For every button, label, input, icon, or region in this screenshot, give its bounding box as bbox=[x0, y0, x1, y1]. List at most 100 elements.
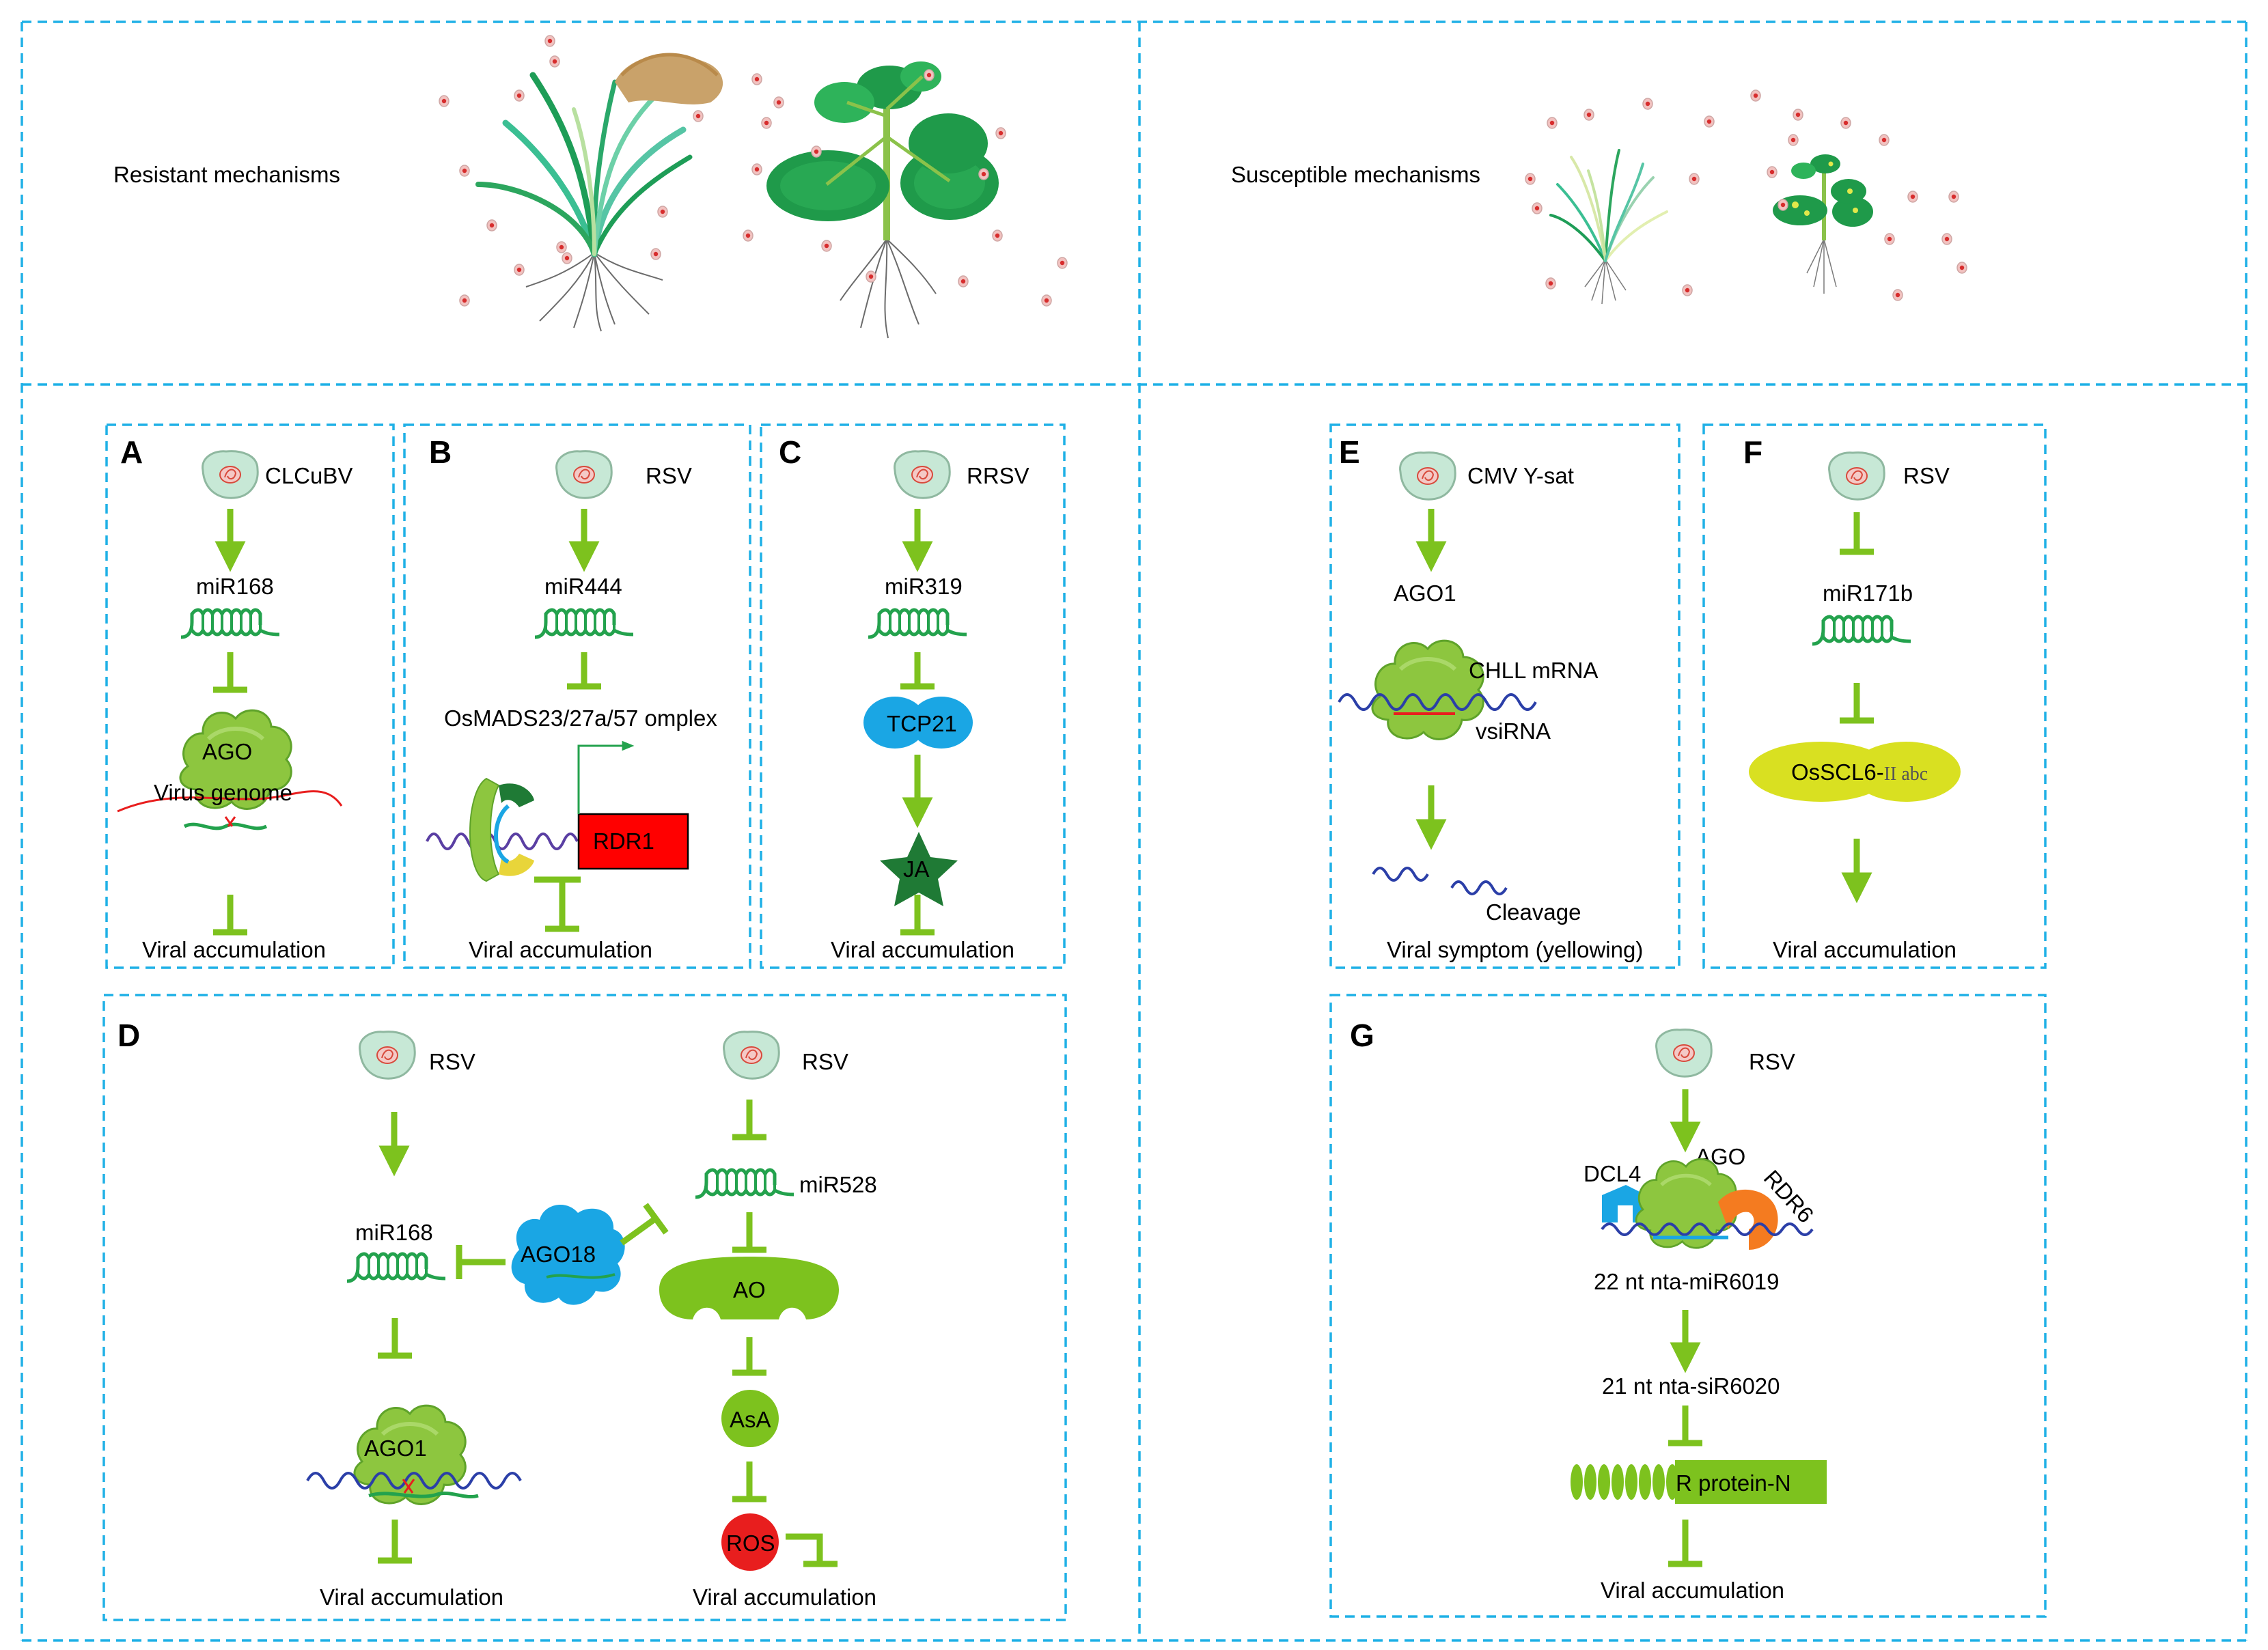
virus-icon bbox=[555, 450, 613, 499]
virus-icon bbox=[894, 450, 951, 499]
panel-e-vsirna: vsiRNA bbox=[1476, 718, 1551, 744]
panel-g: G RSV DCL4 AGO RDR6 22 nt nta-miR6019 21… bbox=[1350, 1018, 1827, 1603]
panel-a-mirna: miR168 bbox=[196, 574, 274, 599]
panel-e-letter: E bbox=[1339, 434, 1360, 470]
panel-d: D RSV miR168 AGO18 AGO1 Viral accumulati… bbox=[117, 1018, 877, 1610]
panel-a-target: Virus genome bbox=[154, 780, 292, 805]
panel-c-frame bbox=[760, 423, 1066, 969]
panel-d-asa: AsA bbox=[730, 1407, 771, 1432]
panel-a-letter: A bbox=[120, 434, 143, 470]
mirna-hairpin-icon bbox=[1812, 617, 1911, 644]
panel-d-ao: AO bbox=[733, 1277, 766, 1302]
ros-circle-icon bbox=[721, 1513, 779, 1571]
outer-frames bbox=[20, 20, 2248, 1642]
panel-g-mirna: 22 nt nta-miR6019 bbox=[1594, 1269, 1780, 1294]
panel-e-outcome: Viral symptom (yellowing) bbox=[1387, 937, 1643, 962]
ao-enzyme-icon bbox=[659, 1257, 839, 1319]
panel-g-dcl4: DCL4 bbox=[1584, 1161, 1641, 1186]
rice-plant-infected-image bbox=[1549, 149, 1668, 305]
panel-d-frame bbox=[102, 994, 1067, 1621]
virus-icon bbox=[1828, 451, 1885, 501]
panel-d-mirna-right: miR528 bbox=[799, 1172, 877, 1197]
panel-a-frame bbox=[105, 423, 395, 969]
virus-icon bbox=[1655, 1029, 1713, 1078]
panel-b-mirna: miR444 bbox=[544, 574, 622, 599]
panel-b-complex: OsMADS23/27a/57 omplex bbox=[444, 705, 717, 731]
panel-c-hormone: JA bbox=[903, 856, 930, 882]
panel-e-mrna: CHLL mRNA bbox=[1469, 658, 1598, 683]
virus-icon bbox=[202, 450, 259, 499]
panel-f-target-main: OsSCL6- bbox=[1791, 759, 1884, 785]
tobacco-plant-healthy-image bbox=[766, 61, 999, 339]
panel-d-ago1: AGO1 bbox=[364, 1436, 427, 1461]
panel-e-frame bbox=[1329, 423, 1681, 969]
panel-c-letter: C bbox=[779, 434, 801, 470]
panel-f-letter: F bbox=[1743, 434, 1762, 470]
panel-g-frame bbox=[1329, 994, 2047, 1618]
panel-b-outcome: Viral accumulation bbox=[469, 937, 652, 962]
mirna-hairpin-icon bbox=[868, 610, 967, 637]
susceptible-mechanisms-label: Susceptible mechanisms bbox=[1231, 162, 1480, 187]
panel-b-frame bbox=[403, 423, 751, 969]
mirna-hairpin-icon bbox=[535, 610, 633, 637]
ago1-protein-icon bbox=[1372, 641, 1483, 739]
panel-d-ros: ROS bbox=[726, 1530, 775, 1556]
panel-a-ago: AGO bbox=[202, 739, 252, 764]
panel-b-virus: RSV bbox=[646, 463, 692, 488]
panel-d-ago18: AGO18 bbox=[521, 1242, 596, 1267]
virus-icon bbox=[723, 1031, 780, 1080]
panel-d-letter: D bbox=[117, 1018, 140, 1053]
panel-c-mirna: miR319 bbox=[885, 574, 963, 599]
ago18-protein-icon bbox=[511, 1204, 625, 1305]
panel-e-cleavage: Cleavage bbox=[1486, 899, 1581, 925]
panel-b-gene: RDR1 bbox=[593, 828, 654, 854]
mirna-hairpin-icon bbox=[347, 1254, 445, 1281]
virus-icon bbox=[1399, 451, 1456, 501]
panel-f-frame bbox=[1702, 423, 2047, 969]
panel-f-virus: RSV bbox=[1903, 463, 1950, 488]
mirna-hairpin-icon bbox=[181, 610, 279, 637]
rdr1-gene-box bbox=[577, 813, 689, 870]
panel-b-letter: B bbox=[429, 434, 452, 470]
panel-g-virus: RSV bbox=[1749, 1049, 1795, 1074]
panel-a-virus: CLCuBV bbox=[265, 463, 352, 488]
panel-f-target: OsSCL6-II abc bbox=[1791, 759, 1928, 785]
panel-f: F RSV miR171b OsSCL6-II abc Viral accumu… bbox=[1743, 434, 1961, 962]
panel-e: E CMV Y-sat AGO1 CHLL mRNA vsiRNA Cleava… bbox=[1338, 434, 1643, 962]
panel-d-outcome-right: Viral accumulation bbox=[693, 1584, 876, 1610]
panel-g-outcome: Viral accumulation bbox=[1601, 1578, 1784, 1603]
panel-c: C RRSV miR319 TCP21 JA Viral accumulatio… bbox=[779, 434, 1029, 962]
panel-b: B RSV miR444 OsMADS23/27a/57 omplex RDR1… bbox=[426, 434, 717, 962]
panel-f-mirna: miR171b bbox=[1823, 581, 1913, 606]
rdr6-protein-icon bbox=[1718, 1189, 1778, 1250]
tcp21-protein-icon bbox=[863, 697, 973, 749]
r-protein-domain bbox=[1675, 1460, 1827, 1504]
panel-a-outcome: Viral accumulation bbox=[142, 937, 326, 962]
panel-e-virus: CMV Y-sat bbox=[1467, 463, 1574, 488]
panel-c-virus: RRSV bbox=[967, 463, 1029, 488]
panel-d-virus-right: RSV bbox=[802, 1049, 848, 1074]
panel-g-letter: G bbox=[1350, 1018, 1374, 1053]
virus-icon bbox=[359, 1031, 416, 1080]
asa-circle-icon bbox=[721, 1390, 779, 1447]
osscl6-protein-icon bbox=[1749, 742, 1961, 802]
panel-e-protein: AGO1 bbox=[1394, 581, 1456, 606]
resistant-mechanisms-label: Resistant mechanisms bbox=[113, 162, 340, 187]
panel-f-outcome: Viral accumulation bbox=[1773, 937, 1956, 962]
panel-c-outcome: Viral accumulation bbox=[831, 937, 1014, 962]
panel-d-virus-left: RSV bbox=[429, 1049, 475, 1074]
panel-g-rprotein: R protein-N bbox=[1676, 1470, 1791, 1496]
virus-particles-susceptible bbox=[1525, 89, 1967, 301]
panel-a: A CLCuBV miR168 AGO Virus genome Viral a… bbox=[117, 434, 352, 962]
panel-c-protein: TCP21 bbox=[887, 711, 957, 736]
panel-g-sirna: 21 nt nta-siR6020 bbox=[1602, 1373, 1780, 1399]
tobacco-plant-infected-image bbox=[1773, 154, 1873, 294]
panel-d-outcome-left: Viral accumulation bbox=[320, 1584, 503, 1610]
panel-f-target-suffix: II abc bbox=[1884, 764, 1928, 785]
r-protein-lrr-icon bbox=[1571, 1464, 1678, 1500]
rice-plant-healthy-image bbox=[475, 53, 723, 332]
ja-star-icon bbox=[880, 832, 958, 906]
dcl4-protein-icon bbox=[1602, 1185, 1646, 1222]
panel-d-mirna-left: miR168 bbox=[355, 1220, 433, 1245]
